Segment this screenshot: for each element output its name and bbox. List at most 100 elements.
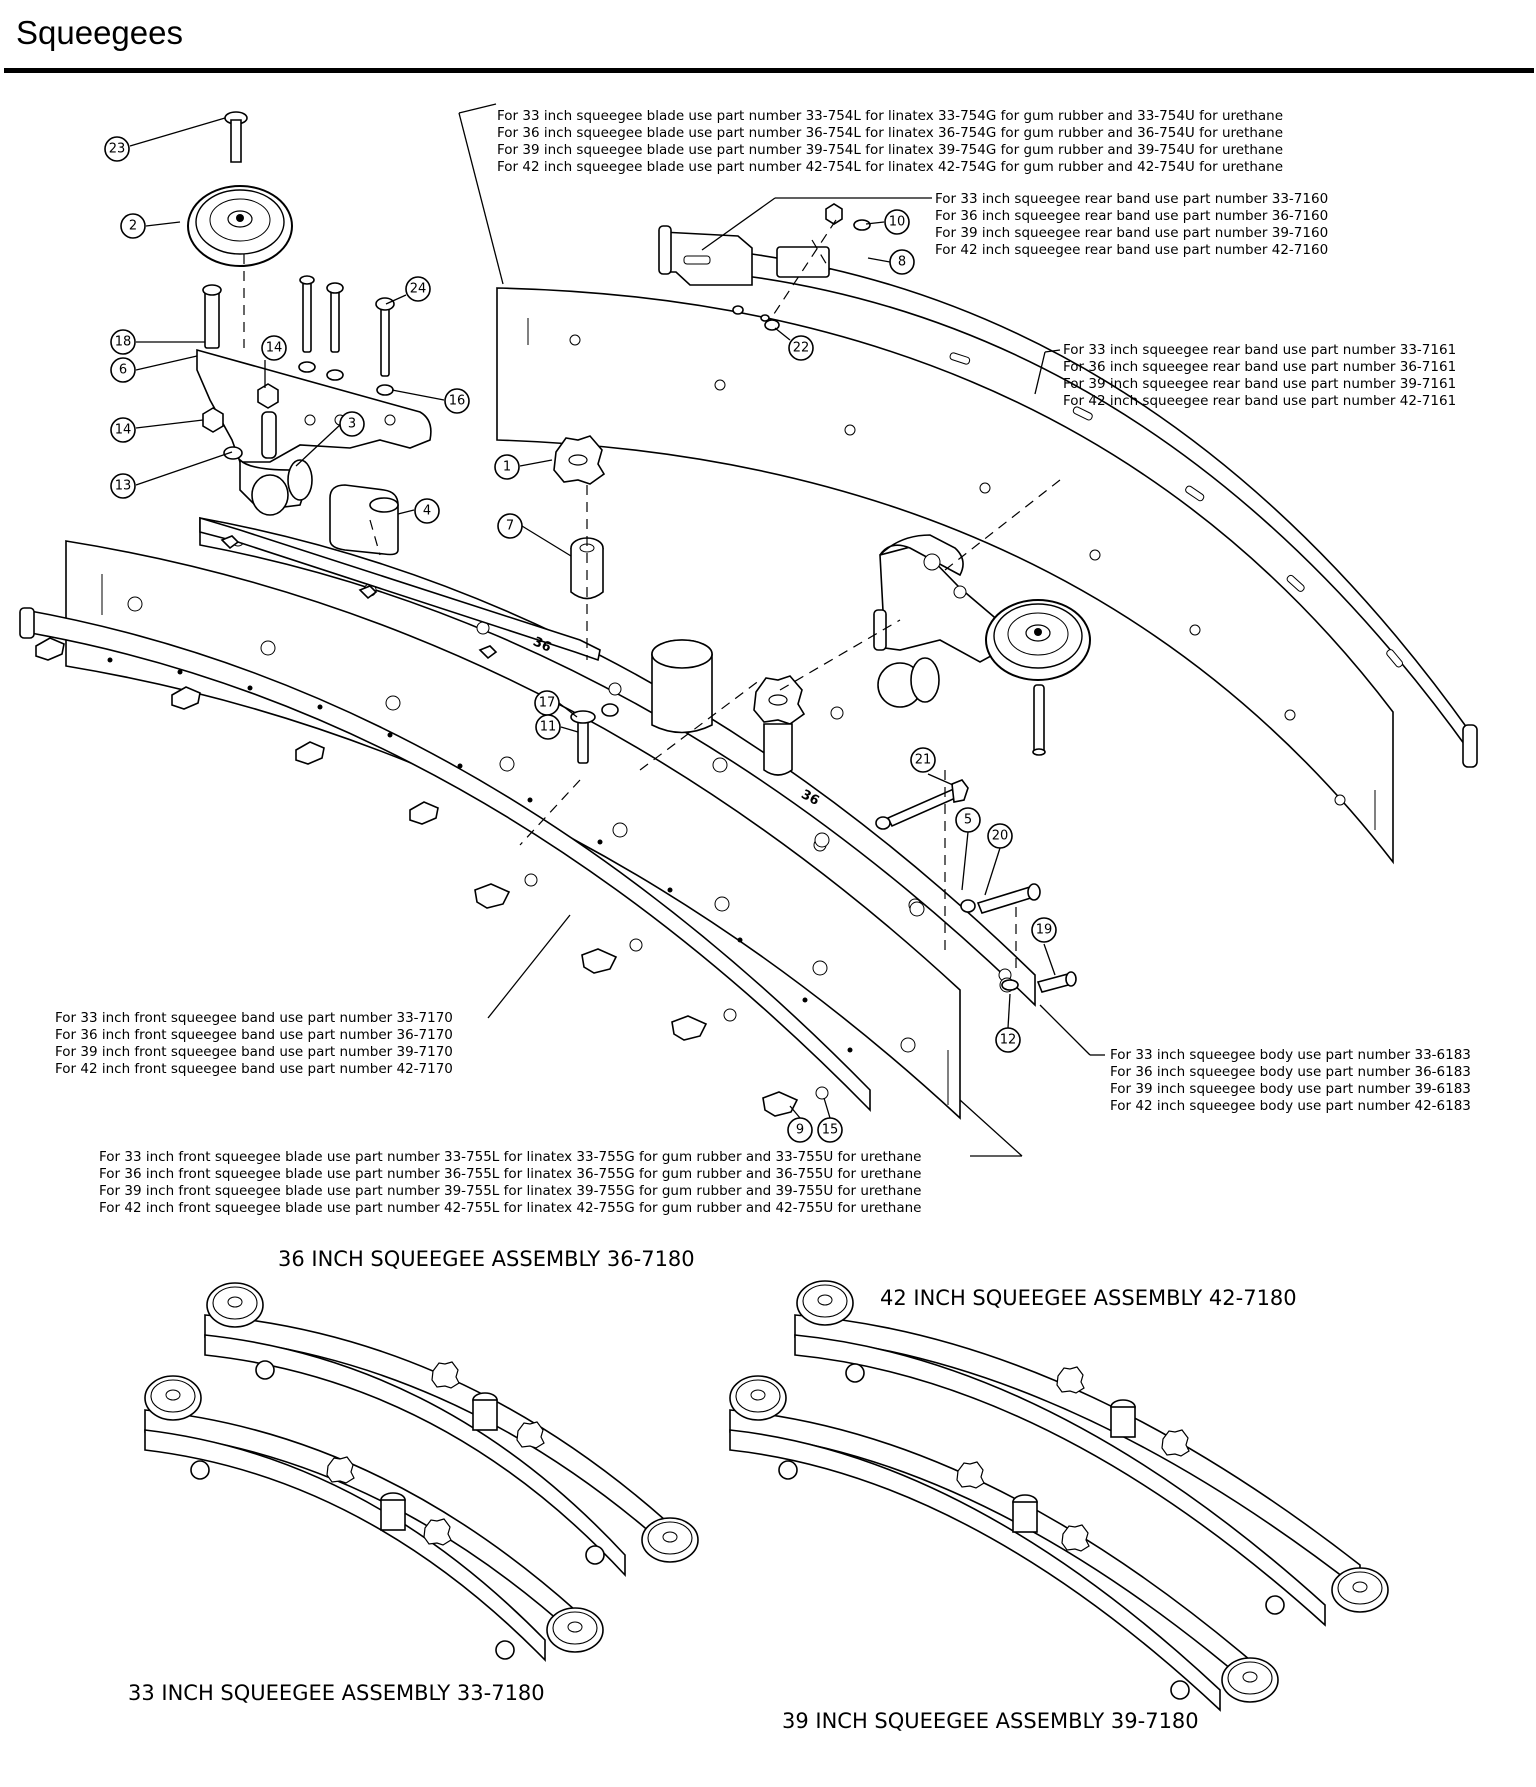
svg-text:For 36 inch squeegee rear band: For 36 inch squeegee rear band use part … bbox=[1063, 359, 1456, 375]
callout-21: 21 bbox=[910, 747, 936, 773]
rear-band-end-bracket bbox=[658, 225, 830, 286]
caster-3 bbox=[239, 411, 313, 516]
svg-text:For 33 inch front squeegee ban: For 33 inch front squeegee band use part… bbox=[55, 1010, 453, 1026]
front-band-wing-nuts bbox=[35, 637, 829, 1117]
note-front-band: For 33 inch front squeegee band use part… bbox=[55, 1010, 453, 1077]
callout-7: 7 bbox=[497, 513, 523, 539]
knob-center bbox=[753, 675, 805, 776]
svg-text:For 39 inch squeegee body use: For 39 inch squeegee body use part numbe… bbox=[1110, 1081, 1471, 1097]
svg-text:19: 19 bbox=[1036, 923, 1053, 938]
svg-text:For 42 inch squeegee rear band: For 42 inch squeegee rear band use part … bbox=[935, 242, 1328, 258]
svg-text:For 39 inch front squeegee ban: For 39 inch front squeegee band use part… bbox=[55, 1044, 453, 1060]
callout-20: 20 bbox=[987, 823, 1013, 849]
title-rule bbox=[4, 68, 1534, 73]
svg-text:For 33 inch front squeegee bla: For 33 inch front squeegee blade use par… bbox=[99, 1149, 921, 1165]
callout-13: 13 bbox=[110, 473, 136, 499]
right-caster-assembly bbox=[873, 534, 1091, 756]
svg-text:For 33 inch squeegee body use: For 33 inch squeegee body use part numbe… bbox=[1110, 1047, 1471, 1063]
svg-text:23: 23 bbox=[109, 142, 126, 157]
callout-5: 5 bbox=[955, 807, 981, 833]
svg-text:For 42 inch squeegee rear band: For 42 inch squeegee rear band use part … bbox=[1063, 393, 1456, 409]
svg-text:For 42 inch front squeegee bla: For 42 inch front squeegee blade use par… bbox=[99, 1200, 921, 1216]
front-squeegee-band bbox=[19, 607, 871, 1112]
note-rear-band-7161: For 33 inch squeegee rear band use part … bbox=[1063, 342, 1456, 409]
bolt-17-11 bbox=[570, 703, 619, 764]
assembly-42-7180 bbox=[794, 1280, 1389, 1627]
svg-text:15: 15 bbox=[822, 1123, 839, 1138]
svg-text:For 36 inch front squeegee ban: For 36 inch front squeegee band use part… bbox=[55, 1027, 453, 1043]
svg-text:1: 1 bbox=[503, 460, 511, 475]
callout-19: 19 bbox=[1031, 917, 1057, 943]
callout-17: 17 bbox=[534, 690, 560, 716]
svg-text:8: 8 bbox=[898, 255, 906, 270]
note-rear-blade: For 33 inch squeegee blade use part numb… bbox=[497, 108, 1283, 175]
callout-23: 23 bbox=[104, 136, 130, 162]
callout-24: 24 bbox=[405, 276, 431, 302]
svg-text:7: 7 bbox=[506, 519, 514, 534]
callout-11: 11 bbox=[535, 714, 561, 740]
stamp-36-left: 36 bbox=[531, 634, 554, 655]
pin-20 bbox=[960, 883, 1041, 914]
callout-bubbles: 23 2 18 6 14 14 13 3 24 16 4 1 7 10 8 22… bbox=[104, 136, 1057, 1143]
svg-text:18: 18 bbox=[115, 335, 132, 350]
large-wheel-2 bbox=[187, 185, 293, 267]
label-assembly-42: 42 INCH SQUEEGEE ASSEMBLY 42-7180 bbox=[880, 1286, 1297, 1310]
callout-12: 12 bbox=[995, 1027, 1021, 1053]
pin-12 bbox=[1001, 979, 1019, 991]
callout-14-left: 14 bbox=[110, 417, 136, 443]
rear-squeegee-blade bbox=[496, 287, 1394, 865]
callout-15: 15 bbox=[817, 1117, 843, 1143]
svg-text:5: 5 bbox=[964, 813, 972, 828]
page-title: Squeegees bbox=[16, 14, 183, 51]
leader-lines bbox=[129, 103, 1105, 1157]
svg-text:11: 11 bbox=[540, 720, 557, 735]
callout-2: 2 bbox=[120, 213, 146, 239]
svg-text:13: 13 bbox=[115, 479, 132, 494]
front-squeegee-blade bbox=[65, 540, 961, 1120]
spacer-4 bbox=[329, 484, 399, 556]
knob-1 bbox=[553, 435, 605, 485]
svg-text:For 42 inch squeegee blade use: For 42 inch squeegee blade use part numb… bbox=[497, 159, 1283, 175]
svg-text:For 36 inch squeegee rear band: For 36 inch squeegee rear band use part … bbox=[935, 208, 1328, 224]
callout-10: 10 bbox=[884, 209, 910, 235]
svg-text:For 39 inch squeegee rear band: For 39 inch squeegee rear band use part … bbox=[1063, 376, 1456, 392]
svg-text:6: 6 bbox=[119, 363, 127, 378]
svg-text:For 36 inch squeegee body use: For 36 inch squeegee body use part numbe… bbox=[1110, 1064, 1471, 1080]
callout-16: 16 bbox=[444, 388, 470, 414]
svg-text:For 33 inch squeegee rear band: For 33 inch squeegee rear band use part … bbox=[935, 191, 1328, 207]
svg-text:For 33 inch squeegee rear band: For 33 inch squeegee rear band use part … bbox=[1063, 342, 1456, 358]
nuts-8-10-22 bbox=[732, 203, 871, 331]
label-assembly-36: 36 INCH SQUEEGEE ASSEMBLY 36-7180 bbox=[278, 1247, 695, 1271]
assembly-39-7180 bbox=[729, 1375, 1279, 1712]
callout-1: 1 bbox=[494, 454, 520, 480]
svg-text:For 42 inch squeegee body use: For 42 inch squeegee body use part numbe… bbox=[1110, 1098, 1471, 1114]
note-rear-band-7160: For 33 inch squeegee rear band use part … bbox=[935, 191, 1328, 258]
rear-blade-holes bbox=[569, 334, 1346, 806]
svg-text:For 33 inch squeegee blade use: For 33 inch squeegee blade use part numb… bbox=[497, 108, 1283, 124]
svg-text:For 39 inch front squeegee bla: For 39 inch front squeegee blade use par… bbox=[99, 1183, 921, 1199]
label-assembly-33: 33 INCH SQUEEGEE ASSEMBLY 33-7180 bbox=[128, 1681, 545, 1705]
svg-text:9: 9 bbox=[796, 1123, 804, 1138]
studs-and-nuts bbox=[202, 275, 395, 460]
note-front-blade: For 33 inch front squeegee blade use par… bbox=[99, 1149, 921, 1216]
svg-text:14: 14 bbox=[266, 341, 283, 356]
callout-14-top: 14 bbox=[261, 335, 287, 361]
note-body: For 33 inch squeegee body use part numbe… bbox=[1110, 1047, 1471, 1114]
callout-4: 4 bbox=[414, 498, 440, 524]
tube-spacer bbox=[651, 639, 713, 734]
svg-text:For 39 inch squeegee blade use: For 39 inch squeegee blade use part numb… bbox=[497, 142, 1283, 158]
svg-text:12: 12 bbox=[1000, 1033, 1017, 1048]
assembly-36-7180 bbox=[204, 1282, 699, 1578]
rear-squeegee-band bbox=[659, 244, 1478, 768]
svg-text:3: 3 bbox=[348, 417, 356, 432]
callout-8: 8 bbox=[889, 249, 915, 275]
svg-text:4: 4 bbox=[423, 504, 431, 519]
bolt-23 bbox=[224, 111, 248, 163]
top-stud-bar bbox=[199, 516, 601, 662]
svg-text:For 36 inch squeegee blade use: For 36 inch squeegee blade use part numb… bbox=[497, 125, 1283, 141]
svg-text:16: 16 bbox=[449, 394, 466, 409]
svg-text:For 42 inch front squeegee ban: For 42 inch front squeegee band use part… bbox=[55, 1061, 453, 1077]
callout-9: 9 bbox=[787, 1117, 813, 1143]
pin-19 bbox=[1036, 971, 1077, 993]
